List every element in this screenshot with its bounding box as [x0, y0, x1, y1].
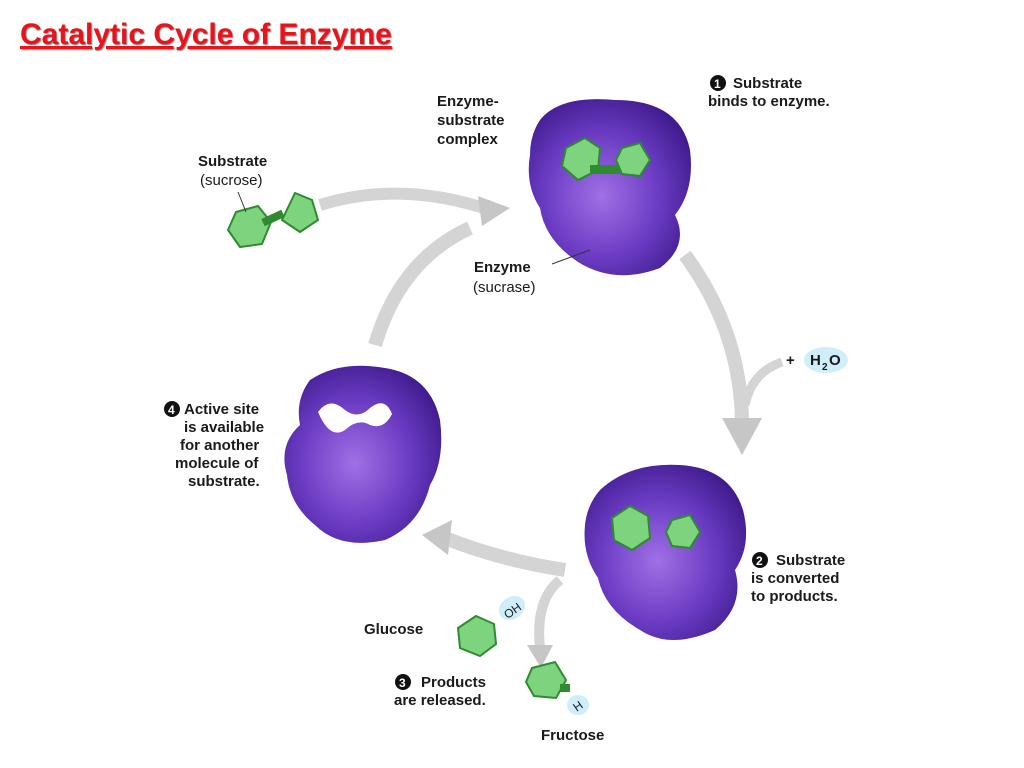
- free-enzyme-active-site: [284, 365, 442, 543]
- step-3-annotation: 3 Products are released.: [394, 674, 486, 709]
- fructose-label: Fructose: [541, 727, 604, 744]
- water-molecule: [804, 347, 848, 373]
- enzyme-sublabel: (sucrase): [473, 279, 536, 296]
- enzyme-with-products: [584, 464, 747, 640]
- arrow-substrate-to-complex: [318, 187, 510, 226]
- step-2-line1: Substrate: [776, 552, 845, 569]
- step-2-line3: to products.: [751, 588, 838, 605]
- glucose-molecule: [456, 595, 526, 658]
- step-2-number: 2: [756, 554, 763, 568]
- arrow-complex-to-products: [679, 250, 762, 455]
- step-1-annotation: 1 Substrate binds to enzyme.: [708, 75, 830, 110]
- complex-label-line3: complex: [437, 131, 499, 148]
- step-2-line2: is converted: [751, 570, 839, 587]
- water-h: H: [810, 352, 821, 369]
- substrate-sucrose-molecule: [226, 191, 320, 249]
- arrow-products-release: [527, 576, 564, 668]
- slide-title: Catalytic Cycle of Enzyme: [20, 18, 392, 51]
- water-subscript-2: 2: [822, 362, 828, 373]
- enzyme-substrate-complex: [528, 99, 691, 276]
- step-1-line2: binds to enzyme.: [708, 93, 830, 110]
- step-4-line4: molecule of: [175, 455, 259, 472]
- enzyme-pointer-line: [551, 249, 591, 265]
- substrate-sublabel: (sucrose): [200, 172, 263, 189]
- step-4-line3: for another: [180, 437, 259, 454]
- water-o: O: [829, 352, 841, 369]
- substrate-label: Substrate: [198, 153, 267, 170]
- complex-label-line2: substrate: [437, 112, 505, 129]
- step-2-annotation: 2 Substrate is converted to products.: [751, 552, 845, 605]
- fructose-molecule: [524, 660, 589, 715]
- substrate-pointer-line: [237, 191, 247, 213]
- step-3-line2: are released.: [394, 692, 486, 709]
- step-4-line1: Active site: [184, 401, 259, 418]
- step-3-line1: Products: [421, 674, 486, 691]
- step-1-line1: Substrate: [733, 75, 802, 92]
- enzyme-label: Enzyme: [474, 259, 531, 276]
- step-4-line2: is available: [184, 419, 264, 436]
- step-4-line5: substrate.: [188, 473, 260, 490]
- water-plus: +: [786, 352, 795, 369]
- step-1-number: 1: [714, 77, 721, 91]
- step-4-number: 4: [168, 403, 175, 417]
- arrow-products-to-free-enzyme: [422, 520, 567, 577]
- arrow-cycle-left-upper: [368, 221, 473, 347]
- glucose-label: Glucose: [364, 621, 423, 638]
- step-3-number: 3: [399, 676, 406, 690]
- arrow-water-in: [740, 357, 784, 407]
- step-4-annotation: 4 Active site is available for another m…: [164, 401, 264, 490]
- complex-label-line1: Enzyme-: [437, 93, 499, 110]
